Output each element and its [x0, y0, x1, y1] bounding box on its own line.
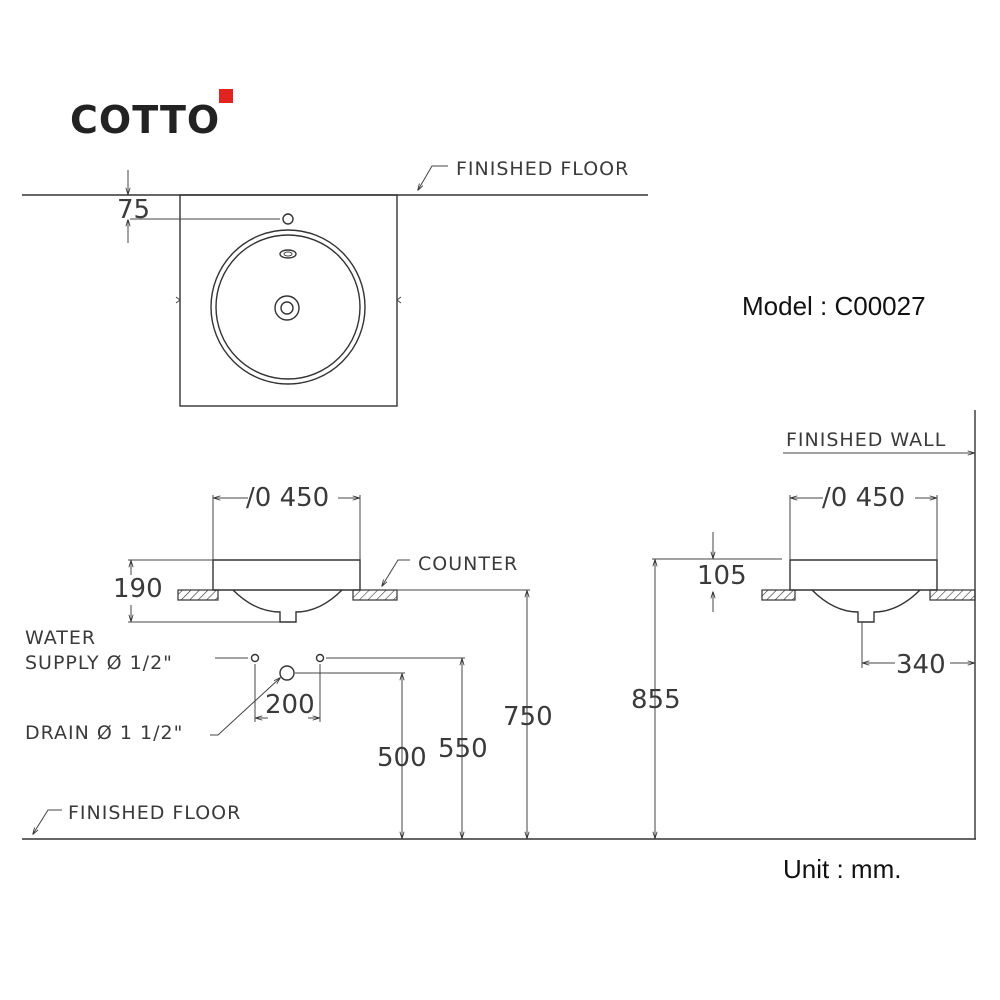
side-view: FINISHED WALL /0 450 105 340 855 [631, 410, 976, 839]
plan-floor-label: FINISHED FLOOR [456, 158, 629, 180]
plan-drain-outer [274, 295, 300, 321]
unit-label: Unit : mm. [783, 854, 901, 884]
water-supply-label-2: SUPPLY Ø 1/2" [25, 652, 173, 674]
front-counter-left [177, 589, 219, 601]
supply-point-right [315, 653, 325, 663]
side-basin-bowl [811, 589, 921, 623]
front-counter-right [352, 589, 398, 601]
water-supply-label-1: WATER [25, 627, 96, 649]
side-counter-right [929, 589, 976, 601]
plan-tap-hole [282, 213, 294, 225]
supply-spacing-dim: 200 [265, 690, 315, 720]
plan-basin-outer-rim [210, 229, 366, 385]
front-diameter-dim: /0 450 [246, 483, 329, 513]
brand-name: COTTO [70, 98, 220, 142]
plan-break-mark-right [396, 296, 402, 304]
plan-break-mark-left [175, 296, 181, 304]
dim-550: 550 [438, 734, 488, 764]
drain-label: DRAIN Ø 1 1/2" [25, 722, 183, 744]
front-floor-label: FINISHED FLOOR [68, 802, 241, 824]
dim-500: 500 [377, 743, 427, 773]
plan-basin-inner-rim [215, 234, 361, 380]
plan-overflow-hole-inner [283, 251, 293, 257]
brand-red-square [219, 89, 233, 103]
side-rim-height-dim: 105 [697, 561, 747, 591]
wall-label: FINISHED WALL [786, 429, 946, 451]
front-floor-leader [33, 809, 62, 834]
front-height-dim: 190 [113, 574, 163, 604]
plan-view: 75 FINISHED FLOOR [22, 158, 648, 407]
front-counter-leader [382, 559, 410, 586]
side-basin-rim [789, 559, 938, 591]
front-basin-bowl [232, 589, 343, 623]
cotto-logo: COTTO [70, 89, 233, 142]
front-counter-label: COUNTER [418, 553, 518, 575]
drain-leader [210, 678, 280, 736]
dim-855: 855 [631, 685, 681, 715]
plan-floor-leader [418, 165, 448, 190]
side-diameter-dim: /0 450 [822, 483, 905, 513]
side-counter-left [761, 589, 796, 601]
plan-drain-inner [280, 301, 294, 315]
drain-point [279, 665, 295, 681]
front-view: COUNTER /0 450 190 WATER SUPPLY Ø 1/2" D… [22, 483, 976, 840]
supply-point-left [250, 653, 260, 663]
model-label: Model : C00027 [742, 291, 926, 321]
plan-hole-offset-dim: 75 [117, 195, 150, 225]
side-wall-offset-dim: 340 [896, 650, 946, 680]
dim-750: 750 [503, 702, 553, 732]
plan-overflow-hole [279, 249, 297, 259]
front-basin-rim [212, 559, 361, 591]
